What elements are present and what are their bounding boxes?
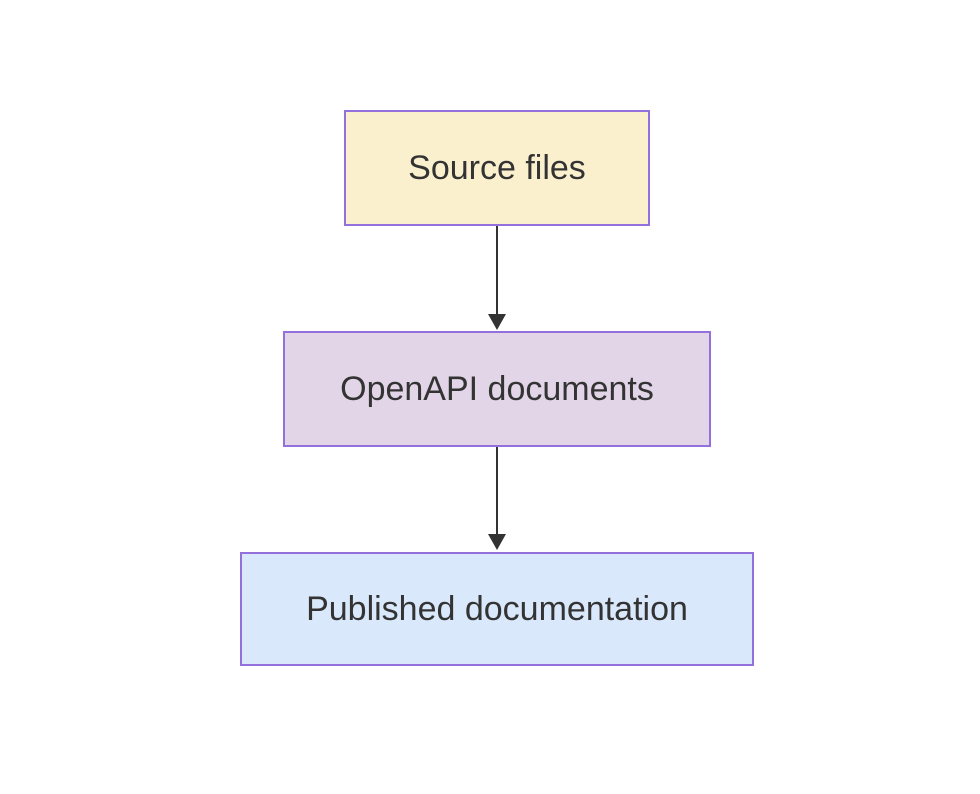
node-published-documentation: Published documentation	[240, 552, 754, 666]
node-source-files-label: Source files	[408, 148, 586, 187]
node-openapi-documents: OpenAPI documents	[283, 331, 711, 447]
arrow-source-to-openapi	[488, 226, 506, 330]
node-source-files: Source files	[344, 110, 650, 226]
arrow-openapi-to-published	[488, 447, 506, 550]
arrowhead-down-icon	[488, 534, 506, 550]
node-openapi-documents-label: OpenAPI documents	[340, 369, 654, 408]
arrowhead-down-icon	[488, 314, 506, 330]
node-published-documentation-label: Published documentation	[306, 589, 688, 628]
arrow-line	[496, 447, 498, 534]
arrow-line	[496, 226, 498, 314]
